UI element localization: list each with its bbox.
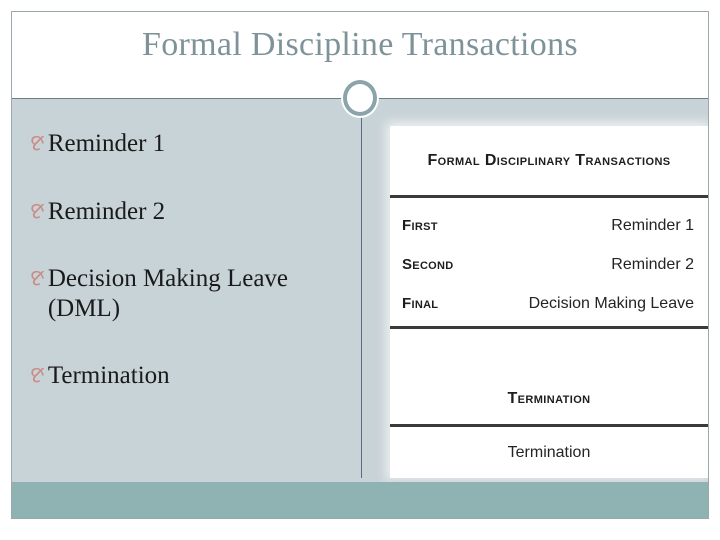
table-row: First Reminder 1 (390, 206, 708, 245)
figure-termination-band: Termination (390, 329, 708, 427)
list-item-label: Termination (47, 362, 170, 389)
slide: Formal Discipline Transactions ⅋ Reminde… (11, 11, 709, 519)
figure-title: Formal Disciplinary Transactions (427, 151, 671, 169)
stage-action: Reminder 2 (611, 255, 694, 273)
flourish-bullet-icon: ⅋ (30, 268, 45, 290)
stage-action: Reminder 1 (611, 216, 694, 234)
flourish-bullet-icon: ⅋ (30, 365, 45, 387)
flourish-bullet-icon: ⅋ (30, 200, 45, 223)
flourish-bullet-icon: ⅋ (30, 133, 45, 155)
list-item-label: Decision Making Leave (DML) (47, 265, 289, 322)
stage-label: First (402, 217, 438, 234)
stage-action: Decision Making Leave (528, 294, 694, 312)
figure-title-band: Formal Disciplinary Transactions (390, 126, 708, 198)
disciplinary-transactions-figure: Formal Disciplinary Transactions First R… (390, 126, 708, 478)
figure-termination-row: Termination (390, 427, 708, 478)
stage-label: Final (402, 295, 439, 312)
ring-ornament-icon (343, 80, 377, 116)
termination-action: Termination (507, 443, 591, 461)
list-item-label: Reminder 1 (47, 130, 166, 157)
table-row: Second Reminder 2 (390, 245, 708, 284)
slide-body: ⅋ Reminder 1 ⅋ Reminder 2 ⅋ Decision Mak… (12, 99, 708, 482)
list-item: ⅋ Termination (30, 361, 343, 391)
footer-band (12, 482, 708, 518)
stage-label: Second (402, 256, 454, 273)
column-divider (361, 99, 362, 478)
bullet-list: ⅋ Reminder 1 ⅋ Reminder 2 ⅋ Decision Mak… (12, 99, 361, 482)
table-row: Final Decision Making Leave (390, 284, 708, 323)
termination-heading: Termination (507, 390, 591, 407)
list-item-label: Reminder 2 (47, 197, 166, 225)
figure-column: Formal Disciplinary Transactions First R… (362, 99, 708, 482)
list-item: ⅋ Decision Making Leave (DML) (30, 264, 343, 323)
page-title: Formal Discipline Transactions (142, 26, 578, 63)
list-item: ⅋ Reminder 1 (30, 129, 343, 159)
list-item: ⅋ Reminder 2 (30, 197, 343, 227)
figure-stage-table: First Reminder 1 Second Reminder 2 Final… (390, 198, 708, 329)
